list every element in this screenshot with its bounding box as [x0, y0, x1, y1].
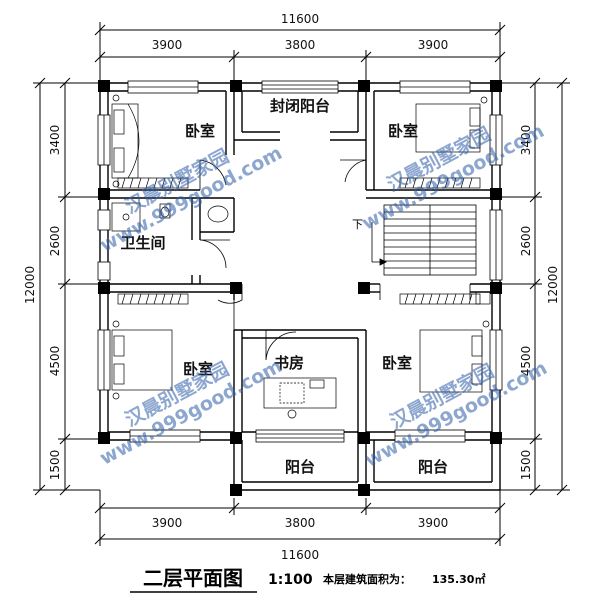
bed-icon — [415, 103, 481, 153]
top-bay-dim: 3900 — [418, 38, 449, 52]
left-bay-dim: 2600 — [48, 226, 62, 257]
wardrobe-icon — [117, 177, 189, 189]
room-label-study: 书房 — [274, 354, 304, 372]
lamp-icon — [112, 180, 120, 188]
room-label-bedroom-sw: 卧室 — [183, 360, 213, 378]
room-label-enclosed-balcony: 封闭阳台 — [270, 97, 330, 115]
lamp-icon — [480, 96, 488, 104]
drawing-scale: 1:100 — [268, 572, 313, 588]
toilet-icon — [159, 203, 171, 219]
lamp-icon — [482, 320, 490, 328]
doors — [199, 159, 471, 361]
furniture — [111, 94, 491, 419]
lamp-icon — [112, 392, 120, 400]
left-total-dim: 12000 — [23, 266, 37, 304]
columns — [98, 80, 502, 496]
lamp-icon — [112, 320, 120, 328]
right-bay-dim: 4500 — [519, 346, 533, 377]
wardrobe-icon — [399, 293, 481, 305]
room-label-balcony-right: 阳台 — [418, 458, 448, 476]
room-label-bedroom-se: 卧室 — [382, 354, 412, 372]
right-bay-dim: 2600 — [519, 226, 533, 257]
room-label-bathroom: 卫生间 — [120, 234, 165, 252]
bed-icon — [111, 329, 173, 391]
room-label-bedroom-nw: 卧室 — [185, 122, 215, 140]
left-bay-dim: 3400 — [48, 125, 62, 156]
watermark-ne: 汉晨别墅家园 www.999good.com — [358, 120, 548, 235]
chair-icon — [309, 379, 325, 389]
shower-icon — [111, 202, 141, 232]
desk-icon — [263, 377, 337, 409]
top-bay-dim: 3800 — [285, 38, 316, 52]
room-label-balcony-center: 阳台 — [285, 458, 315, 476]
bottom-bay-dim: 3900 — [418, 516, 449, 530]
lamp-icon — [112, 94, 120, 102]
drawing-title: 二层平面图 — [143, 566, 243, 590]
left-bay-dim: 1500 — [48, 450, 62, 481]
bed-icon — [111, 103, 139, 179]
right-bay-dim: 3400 — [519, 125, 533, 156]
sink-icon — [207, 205, 229, 223]
stairs — [371, 204, 477, 276]
bottom-bay-dim: 3800 — [285, 516, 316, 530]
watermark-sw: 汉晨别墅家园 www.999good.com — [96, 355, 286, 470]
wardrobe-icon — [117, 293, 189, 305]
room-label-bedroom-ne: 卧室 — [388, 122, 418, 140]
left-bay-dim: 4500 — [48, 346, 62, 377]
bed-icon — [419, 329, 483, 393]
right-dimensions — [500, 77, 570, 496]
right-bay-dim: 1500 — [519, 450, 533, 481]
bottom-total-dim: 11600 — [281, 548, 319, 562]
bottom-dimensions — [94, 490, 506, 546]
wardrobe-icon — [399, 177, 481, 189]
right-total-dim: 12000 — [546, 266, 560, 304]
top-bay-dim: 3900 — [152, 38, 183, 52]
floor-area-label: 本层建筑面积为： — [323, 572, 411, 586]
floor-area-value: 135.30㎡ — [432, 572, 485, 586]
top-total-dim: 11600 — [281, 12, 319, 26]
windows — [97, 80, 503, 443]
stair-down-label: 下 — [352, 218, 363, 231]
bottom-bay-dim: 3900 — [152, 516, 183, 530]
left-dimensions — [33, 77, 100, 496]
top-dimensions — [94, 22, 506, 90]
watermark-nw: 汉晨别墅家园 www.999good.com — [96, 142, 286, 257]
